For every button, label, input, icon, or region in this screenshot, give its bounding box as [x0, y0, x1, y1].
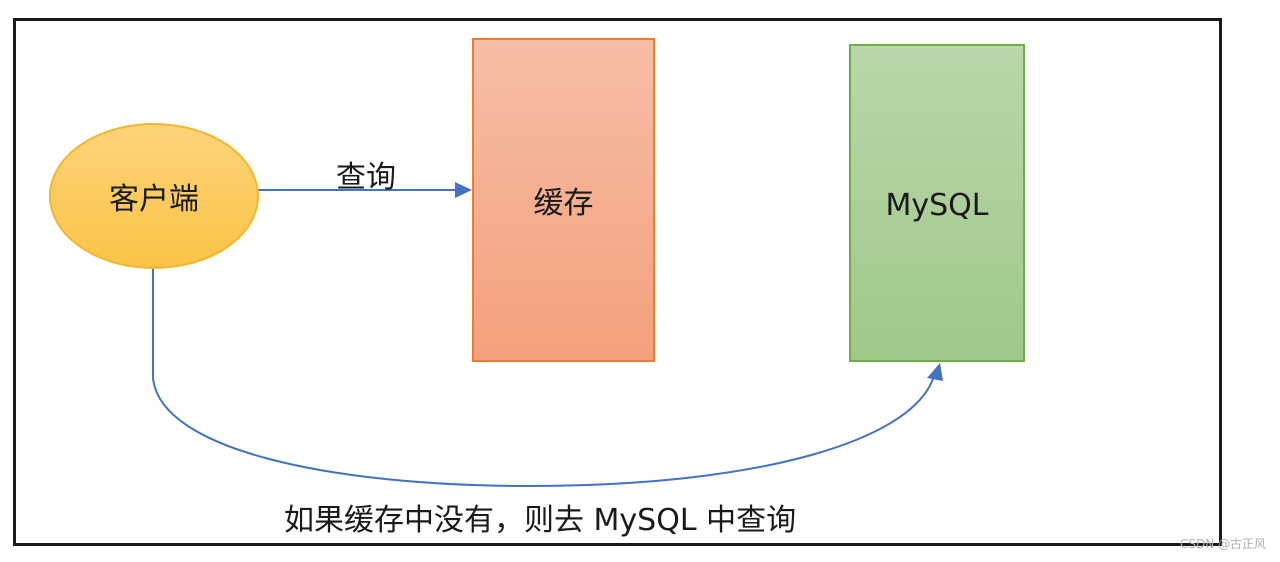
cache-node — [472, 38, 655, 362]
mysql-node — [849, 44, 1025, 362]
watermark-text: CSDN @古正风 — [1179, 537, 1266, 551]
fallback-edge — [152, 268, 936, 488]
fallback-edge-label: 如果缓存中没有，则去 MySQL 中查询 — [284, 503, 797, 538]
diagram-frame — [13, 18, 1222, 546]
query-edge-label: 查询 — [336, 160, 396, 195]
client-node — [49, 123, 259, 269]
fallback-arrowhead — [927, 363, 943, 381]
query-arrowhead — [455, 182, 472, 198]
